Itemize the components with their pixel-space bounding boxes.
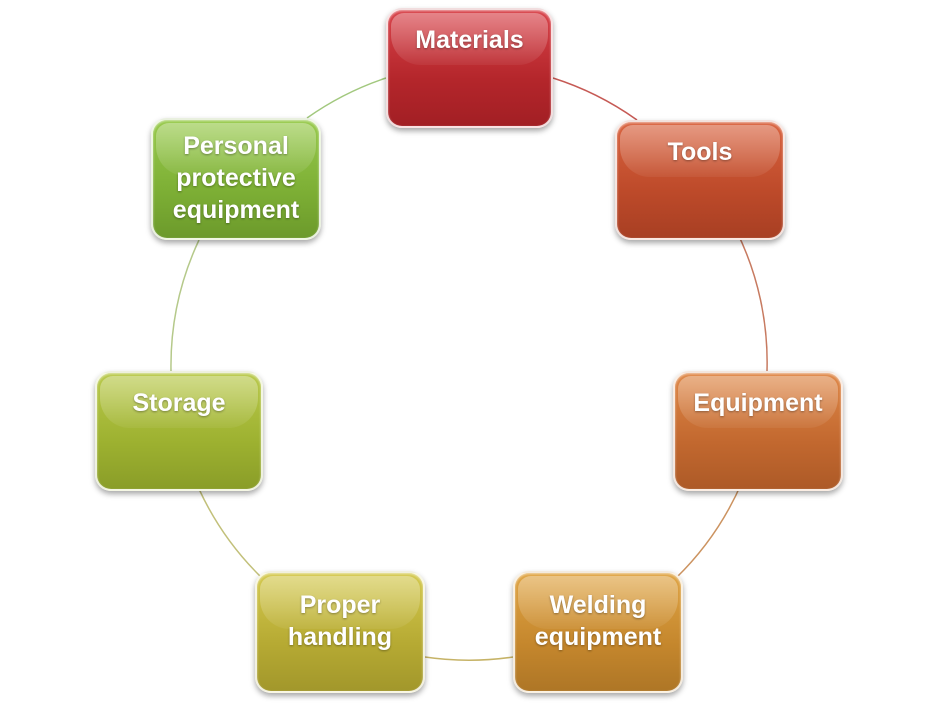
node-tools-label: Tools xyxy=(667,138,733,166)
node-personal-protective-equipment: Personal protective equipment xyxy=(151,118,321,240)
node-storage-label: Storage xyxy=(132,389,226,417)
node-equipment-label: Equipment xyxy=(693,389,823,417)
node-equipment: Equipment xyxy=(673,371,843,491)
node-materials-label: Materials xyxy=(415,26,524,54)
node-tools: Tools xyxy=(615,120,785,240)
node-storage: Storage xyxy=(95,371,263,491)
node-personal-protective-equipment-label: Personal protective equipment xyxy=(172,132,300,224)
node-proper-handling: Proper handling xyxy=(255,571,425,693)
node-welding-equipment: Welding equipment xyxy=(513,571,683,693)
node-proper-handling-label: Proper handling xyxy=(287,591,393,651)
connector-tools-equipment xyxy=(736,231,768,372)
connector-welding-handling xyxy=(424,656,514,661)
connector-materials-tools xyxy=(552,77,638,121)
connector-handling-storage xyxy=(198,488,263,579)
node-welding-equipment-label: Welding equipment xyxy=(534,591,662,651)
connector-equipment-welding xyxy=(675,481,743,579)
connector-ppe-materials xyxy=(306,77,387,119)
node-materials: Materials xyxy=(386,8,553,128)
connector-storage-ppe xyxy=(170,239,200,372)
